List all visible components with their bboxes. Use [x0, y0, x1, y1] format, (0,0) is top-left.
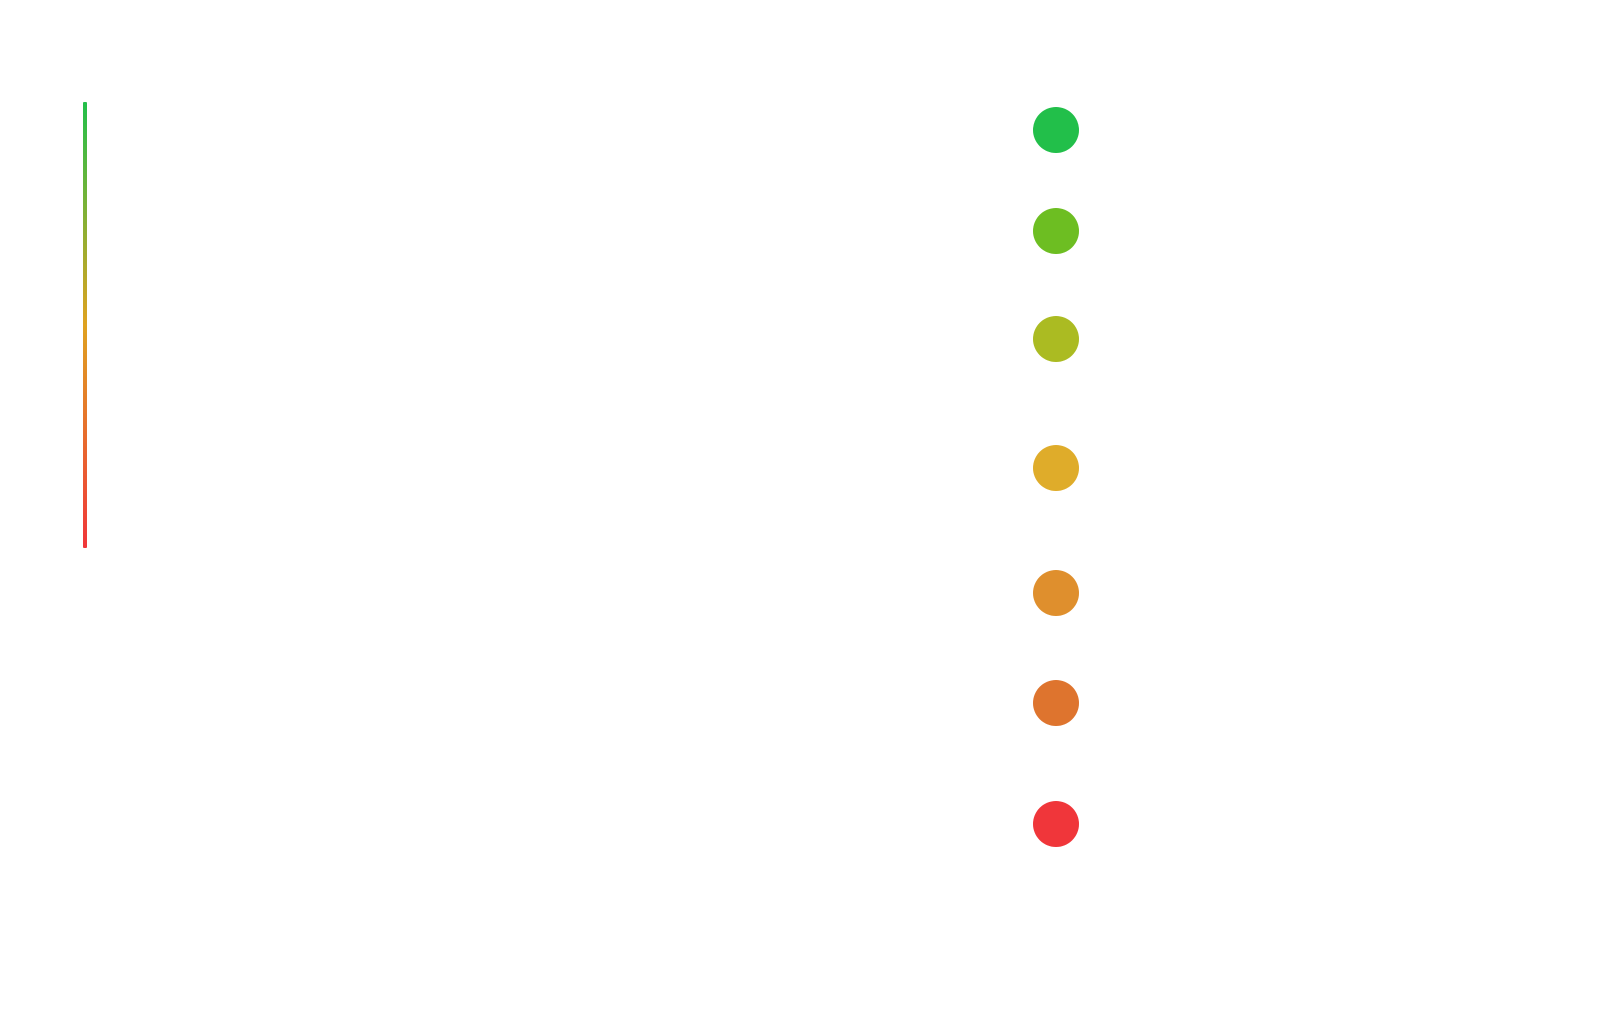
- status-dot-7: [1033, 801, 1079, 847]
- status-gradient-scale-bar: [83, 102, 87, 548]
- status-dot-1: [1033, 107, 1079, 153]
- status-dot-5: [1033, 570, 1079, 616]
- status-dot-6: [1033, 680, 1079, 726]
- status-dot-4: [1033, 445, 1079, 491]
- status-dot-2: [1033, 208, 1079, 254]
- status-dot-3: [1033, 316, 1079, 362]
- status-dot-list: [1033, 0, 1079, 1018]
